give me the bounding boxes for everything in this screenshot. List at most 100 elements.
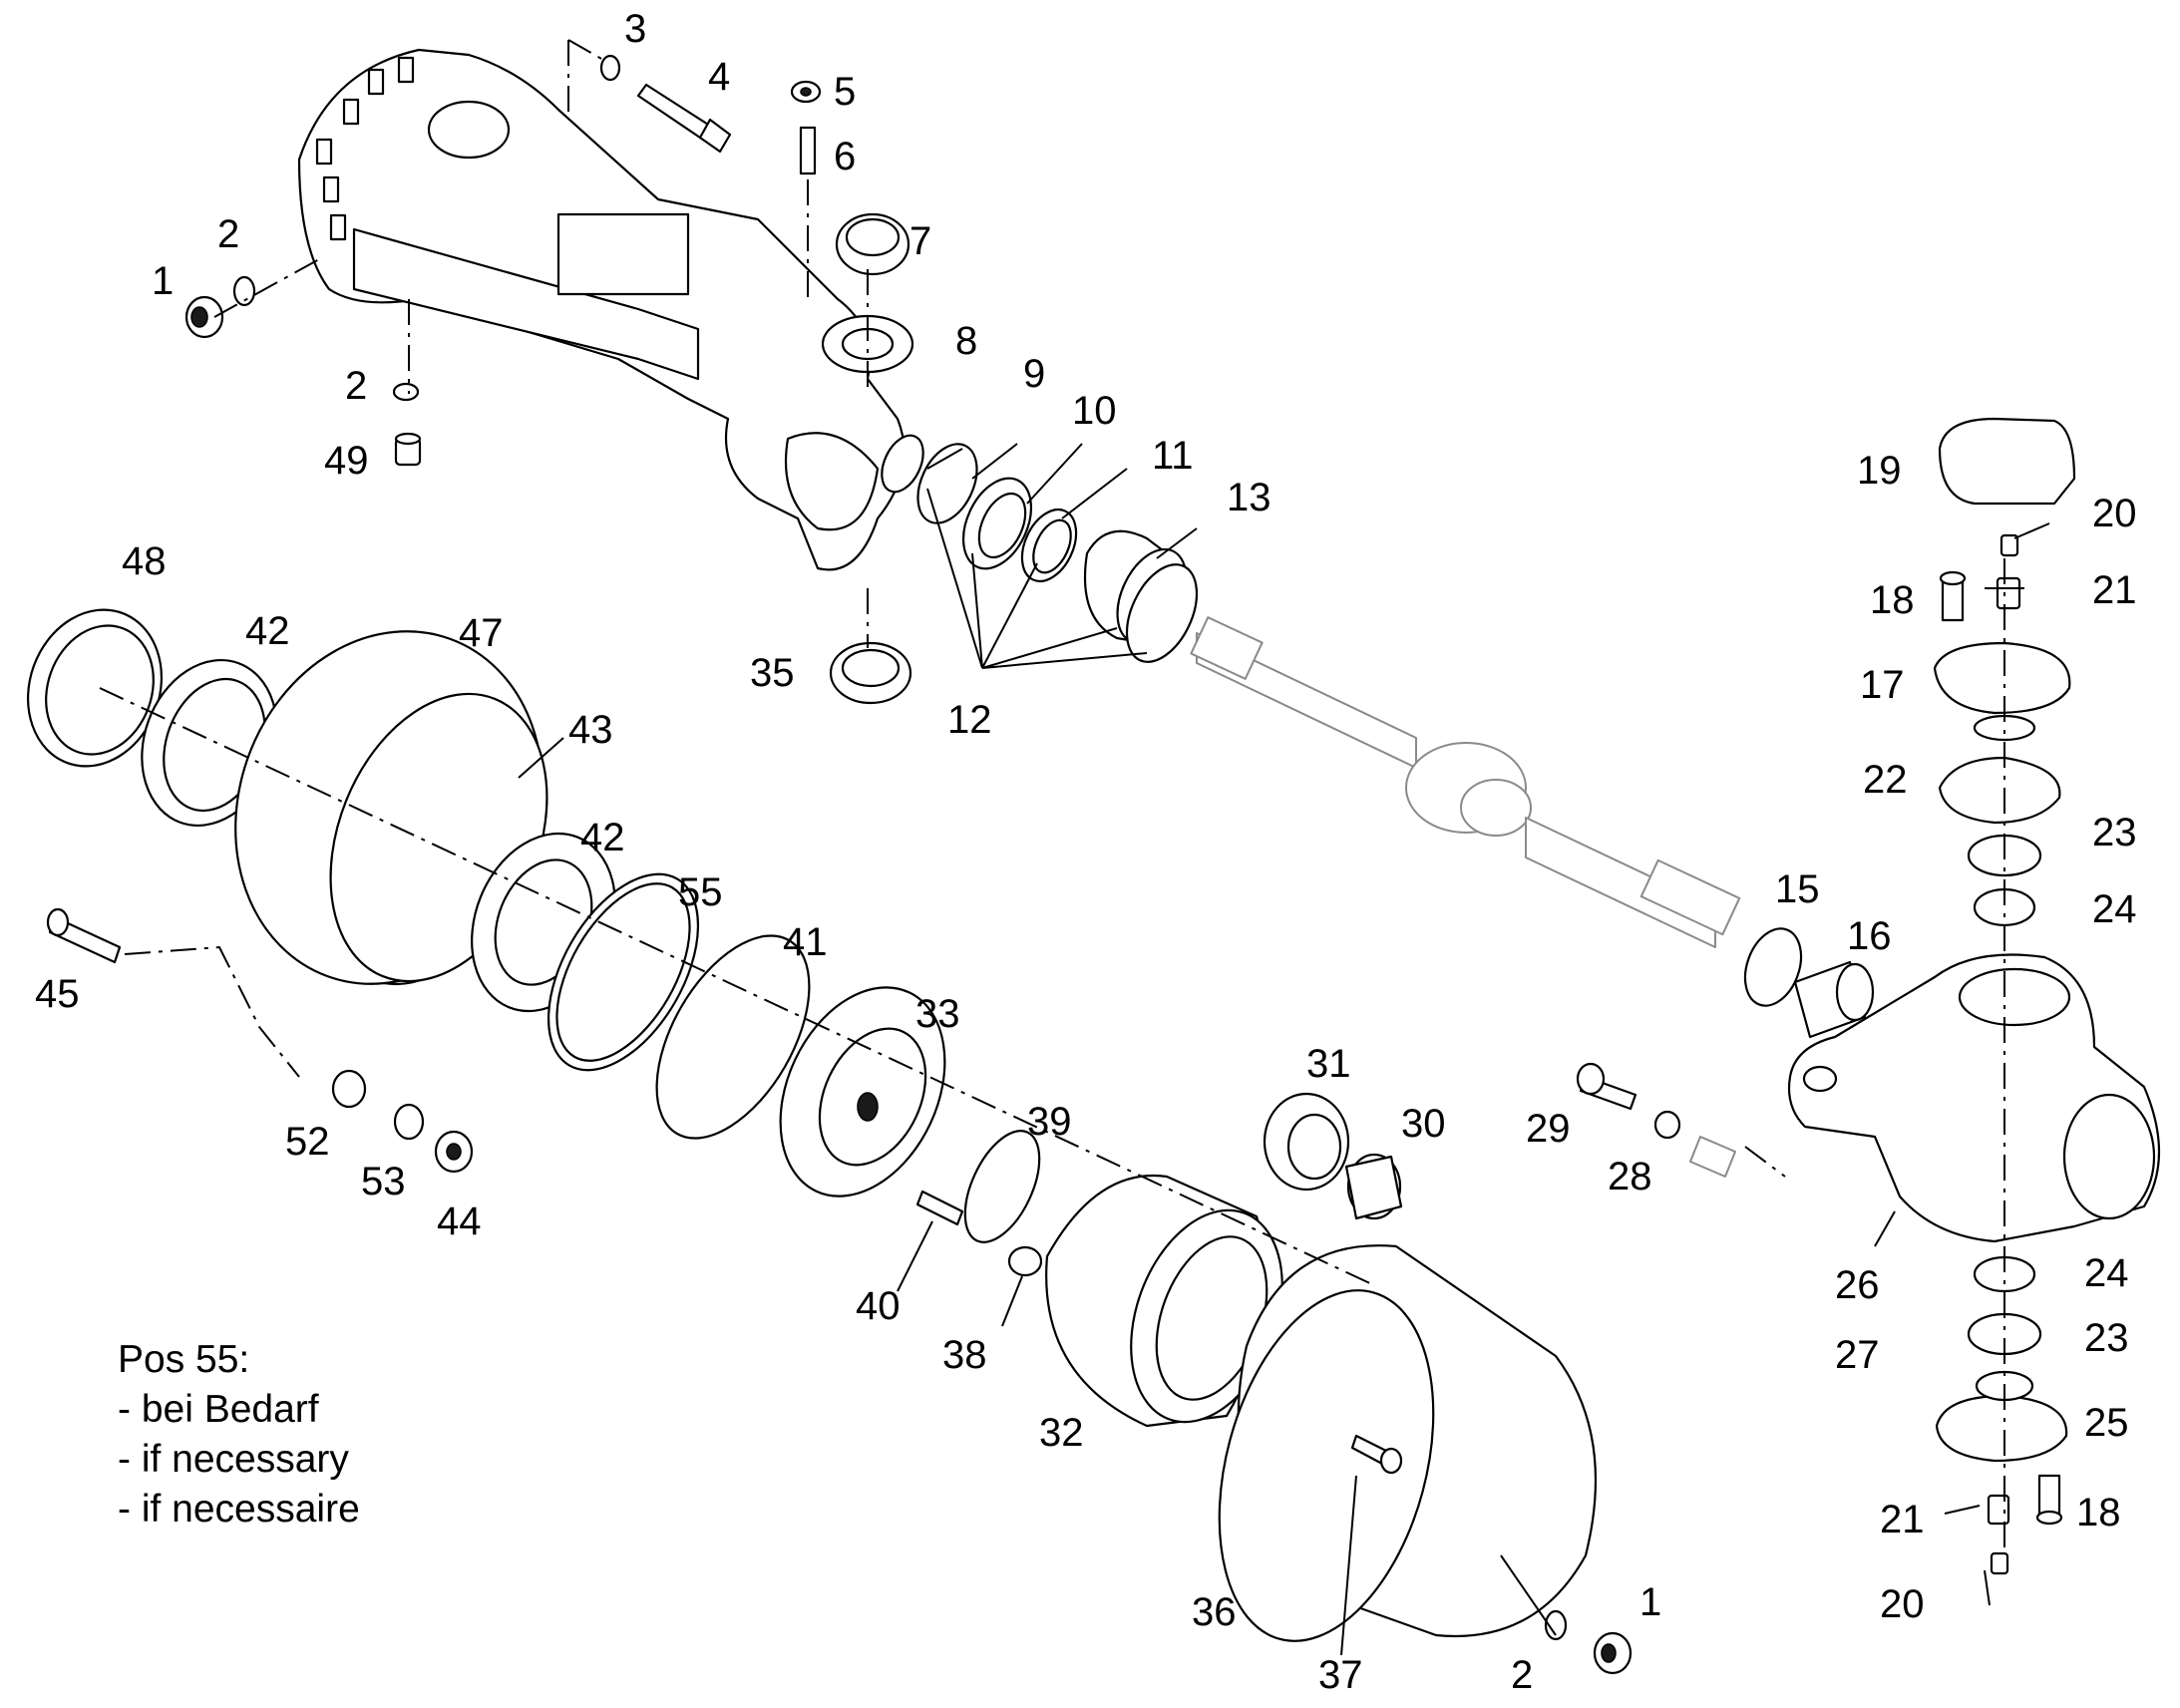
part-37-screw xyxy=(1350,1434,1403,1475)
part-10-seal xyxy=(961,477,1033,570)
part-35-bushing xyxy=(829,641,912,705)
callout-21: 21 xyxy=(2092,568,2137,612)
part-18-bolt-lower xyxy=(2035,1474,2063,1526)
note-line-en: - if necessary xyxy=(118,1438,349,1481)
callout-32: 32 xyxy=(1039,1411,1084,1455)
callout-42: 42 xyxy=(245,609,290,653)
callout-19: 19 xyxy=(1857,449,1902,493)
part-5-nut xyxy=(790,80,822,104)
part-6-stud xyxy=(799,126,817,175)
part-26-steering-knuckle xyxy=(1787,953,2161,1243)
callout-3: 3 xyxy=(624,7,646,51)
callout-23: 23 xyxy=(2092,811,2137,854)
callout-20: 20 xyxy=(1880,1582,1925,1626)
callout-7: 7 xyxy=(909,219,931,263)
part-44-nut xyxy=(434,1130,474,1174)
callout-23: 23 xyxy=(2084,1316,2129,1360)
callout-42: 42 xyxy=(580,816,625,859)
callout-38: 38 xyxy=(942,1333,987,1377)
part-19-cap xyxy=(1938,417,2076,506)
part-25-bottom-pin-bearing xyxy=(1935,1370,2068,1463)
part-2-washer-cover xyxy=(1544,1609,1568,1641)
part-13-oring xyxy=(1125,563,1199,663)
callout-18: 18 xyxy=(1870,578,1915,622)
callout-39: 39 xyxy=(1027,1100,1072,1144)
part-1-plug xyxy=(184,295,224,339)
part-21-grease-fitting xyxy=(1996,576,2021,610)
part-11-ring xyxy=(1020,508,1078,583)
callout-37: 37 xyxy=(1318,1653,1363,1697)
part-8-snap-ring xyxy=(881,434,924,494)
callout-11: 11 xyxy=(1152,434,1194,478)
callout-24: 24 xyxy=(2084,1251,2129,1295)
part-49-plug xyxy=(394,432,422,467)
callout-47: 47 xyxy=(459,611,504,655)
callout-6: 6 xyxy=(834,135,856,178)
part-53-washer xyxy=(393,1103,425,1141)
leader-lines xyxy=(518,443,2050,1656)
callout-29: 29 xyxy=(1526,1107,1571,1151)
note-title: Pos 55: xyxy=(118,1338,250,1381)
callout-49: 49 xyxy=(324,439,369,483)
part-27-pin xyxy=(1689,1136,1736,1178)
callout-labels: 1 2 3 4 5 6 7 2 49 8 9 10 11 13 35 12 48… xyxy=(35,7,2137,1697)
callout-33: 33 xyxy=(915,992,960,1036)
callout-52: 52 xyxy=(285,1120,330,1164)
callout-1: 1 xyxy=(1639,1580,1661,1624)
callout-16: 16 xyxy=(1847,914,1892,958)
note-line-fr: - if necessaire xyxy=(118,1488,360,1531)
callout-24: 24 xyxy=(2092,887,2137,931)
part-45-stud xyxy=(46,907,122,964)
callout-36: 36 xyxy=(1192,1590,1237,1634)
part-20-grease-cap-lower xyxy=(1990,1551,2009,1575)
callout-55: 55 xyxy=(678,870,723,914)
callout-48: 48 xyxy=(122,539,167,583)
callout-41: 41 xyxy=(783,920,828,964)
part-36-hub-cover xyxy=(1218,1244,1598,1642)
callout-45: 45 xyxy=(35,972,80,1016)
callout-13: 13 xyxy=(1227,476,1272,519)
callout-21: 21 xyxy=(1880,1498,1925,1541)
callout-28: 28 xyxy=(1608,1155,1652,1198)
part-16-bushing xyxy=(1793,960,1875,1039)
part-2-washer xyxy=(232,275,256,307)
note-line-de: - bei Bedarf xyxy=(118,1388,319,1431)
part-28-nut xyxy=(1653,1110,1681,1140)
callout-5: 5 xyxy=(834,70,856,114)
callout-35: 35 xyxy=(750,651,795,695)
part-48-seal xyxy=(26,608,164,768)
assembly-axes xyxy=(99,39,2005,1555)
part-20-grease-cap xyxy=(1999,533,2019,557)
part-39-plate xyxy=(963,1130,1041,1243)
callout-4: 4 xyxy=(708,55,730,99)
callout-10: 10 xyxy=(1072,389,1117,433)
callout-18: 18 xyxy=(2076,1491,2121,1535)
part-29-bolt xyxy=(1576,1062,1637,1111)
callout-8: 8 xyxy=(955,319,977,363)
callout-30: 30 xyxy=(1401,1102,1446,1146)
callout-31: 31 xyxy=(1306,1042,1351,1086)
callout-9: 9 xyxy=(1023,352,1045,396)
part-21-grease-fitting-lower xyxy=(1987,1494,2010,1526)
callout-26: 26 xyxy=(1835,1263,1880,1307)
part-55-shim xyxy=(546,872,700,1072)
part-40-pin xyxy=(915,1190,964,1226)
part-30-bearing xyxy=(1344,1153,1403,1220)
part-52-sleeve xyxy=(331,1069,367,1109)
callout-40: 40 xyxy=(856,1284,901,1328)
part-17-top-pin-bearing xyxy=(1933,641,2071,742)
part-1-plug-cover xyxy=(1593,1631,1633,1675)
callout-2: 2 xyxy=(217,212,239,256)
callout-53: 53 xyxy=(361,1160,406,1203)
callout-25: 25 xyxy=(2084,1401,2129,1445)
part-3-washer xyxy=(599,54,621,82)
axle-housing xyxy=(297,48,914,571)
callout-17: 17 xyxy=(1860,663,1905,707)
part-18-bolt xyxy=(1939,570,1967,622)
callout-15: 15 xyxy=(1775,867,1820,911)
part-15-seal xyxy=(1743,927,1803,1007)
part-2-washer-lower xyxy=(392,382,420,402)
callout-1: 1 xyxy=(152,259,174,303)
housing-flange-bolt-holes xyxy=(315,56,415,241)
